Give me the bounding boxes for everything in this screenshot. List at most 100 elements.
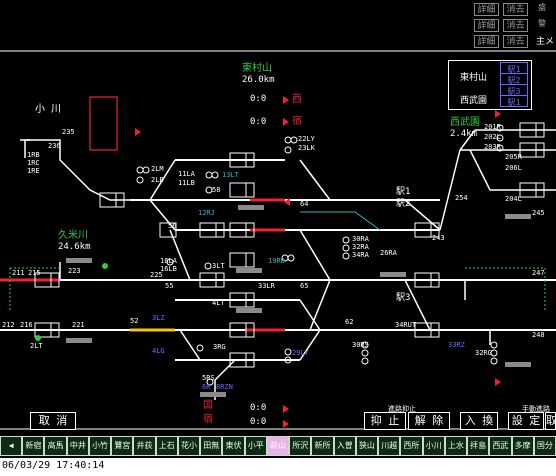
track-245: 245 [532,209,545,217]
sig-16LB: 16LB [160,265,177,273]
clear-button-1[interactable]: 消去 [503,3,528,16]
track-52: 52 [130,317,139,325]
station-tab[interactable]: 狭山 [355,436,379,456]
sig-11LB: 11LB [178,179,195,187]
track-215: 215 [28,269,41,277]
sig-204L: 204L [505,195,522,203]
eki3-label: 駅3 [396,293,411,303]
track-56: 56 [168,222,177,230]
station-tab[interactable]: 川越 [378,436,401,456]
legend-station-2: 西武園 [460,96,488,106]
track-236: 236 [48,142,61,150]
sig-19RB: 19RB [268,257,285,265]
sig-34RA: 34RA [352,251,369,259]
sig-2LT: 2LT [30,342,43,350]
track-58: 58 [212,186,221,194]
sig-13LT: 13LT [222,171,239,179]
station-tab[interactable]: 小川 [422,436,445,456]
station-tab[interactable]: 小平 [244,436,267,456]
legend-station-1: 東村山 [460,73,488,83]
station-tab[interactable]: 新宿 [22,436,45,456]
sig-29LY: 29LY [292,349,309,357]
sig-205R: 205R [505,153,522,161]
station-tab[interactable]: 多摩 [511,436,534,456]
station-tab[interactable]: 東伏 [222,436,245,456]
sig-1RE: 1RE [27,167,40,175]
detail-button-2[interactable]: 詳細 [474,19,499,32]
settings-button[interactable]: 設 定 [508,412,544,430]
station-tab[interactable]: 井荻 [133,436,156,456]
clear-button-3[interactable]: 消去 [503,35,528,48]
sig-202L: 202L [484,133,501,141]
station-tab[interactable]: 所沢 [289,436,312,456]
sig-22LY: 22LY [298,135,315,143]
sig-26RA: 26RA [380,249,397,257]
track-243: 243 [432,234,445,242]
sig-3LZ: 3LZ [152,314,165,322]
station-tab[interactable]: 西武 [489,436,512,456]
status-datetime: 06/03/29 17:40:14 [2,460,105,471]
track-216: 216 [20,321,33,329]
release-button[interactable]: 解 除 [408,412,450,430]
sig-1RB: 1RB [27,151,40,159]
station-tab[interactable]: 上石 [155,436,178,456]
station-tab[interactable]: 拝島 [467,436,490,456]
track-211: 211 [12,269,25,277]
sig-30RA: 30RA [352,235,369,243]
shunt-button[interactable]: 入 換 [460,412,498,430]
suppress-header: 進路抑止 [388,405,416,413]
station-tab[interactable]: 小竹 [88,436,112,456]
station-tab[interactable]: 花小 [177,436,201,456]
seibuen-distance: 2.4km [450,129,478,139]
sig-3RG: 3RG [213,343,226,351]
ogawa-name: 小 川 [35,104,62,115]
cancel2-button[interactable]: 取 [545,412,556,430]
station-prev-button[interactable]: ◀ [0,436,23,456]
track-65: 65 [300,282,309,290]
main-menu-label[interactable]: 主メ [536,37,555,47]
track-247: 247 [532,269,545,277]
track-254: 254 [455,194,468,202]
station-tab[interactable]: 上水 [444,436,468,456]
counter-1: 0:0 [250,94,267,104]
station-tab[interactable]: 中井 [66,436,89,456]
yado-label: 宿 [292,116,302,127]
station-tab[interactable]: 高馬 [44,436,67,456]
station-tab[interactable]: 西所 [400,436,423,456]
sig-32RG: 32RG [475,349,492,357]
eki1-label: 駅1 [396,187,411,197]
cancel-button[interactable]: 取 消 [30,412,76,430]
sig-1RC: 1RC [27,159,40,167]
sig-4LT: 4LT [212,299,225,307]
nishi-label: 西 [292,94,302,105]
platform-legend [448,60,532,110]
track-62: 62 [345,318,354,326]
station-tab[interactable]: 国分 [533,436,556,456]
track-223: 223 [68,267,81,275]
right-label-1: 盛 [538,3,546,12]
detail-button-1[interactable]: 詳細 [474,3,499,16]
kunitachi-label: 国 [203,400,213,411]
suppress-button[interactable]: 抑 止 [364,412,406,430]
sig-8RZN: 8RZN [216,383,233,391]
station-tab[interactable]: 萩山 [266,436,290,456]
sig-6R: 6R [202,383,211,391]
kumegawa-distance: 24.6km [58,242,91,252]
sig-30RS: 30RS [352,341,369,349]
sig-34RUT: 34RUT [395,321,417,329]
station-tab[interactable]: 入曽 [333,436,356,456]
counter-2: 0:0 [250,117,267,127]
sig-33RZ: 33RZ [448,341,465,349]
legend-platform-4: 駅1 [500,95,528,107]
right-label-2: 警 [538,19,546,28]
clear-button-2[interactable]: 消去 [503,19,528,32]
sig-2LB: 2LB [151,176,164,184]
yado2-label: 宿 [203,414,213,425]
detail-button-3[interactable]: 詳細 [474,35,499,48]
station-tab[interactable]: 新所 [311,436,334,456]
track-64: 64 [300,200,309,208]
track-55: 55 [165,282,174,290]
station-tab[interactable]: 田無 [200,436,223,456]
station-tab[interactable]: 鷺宮 [111,436,134,456]
counter-4: 0:0 [250,417,267,427]
